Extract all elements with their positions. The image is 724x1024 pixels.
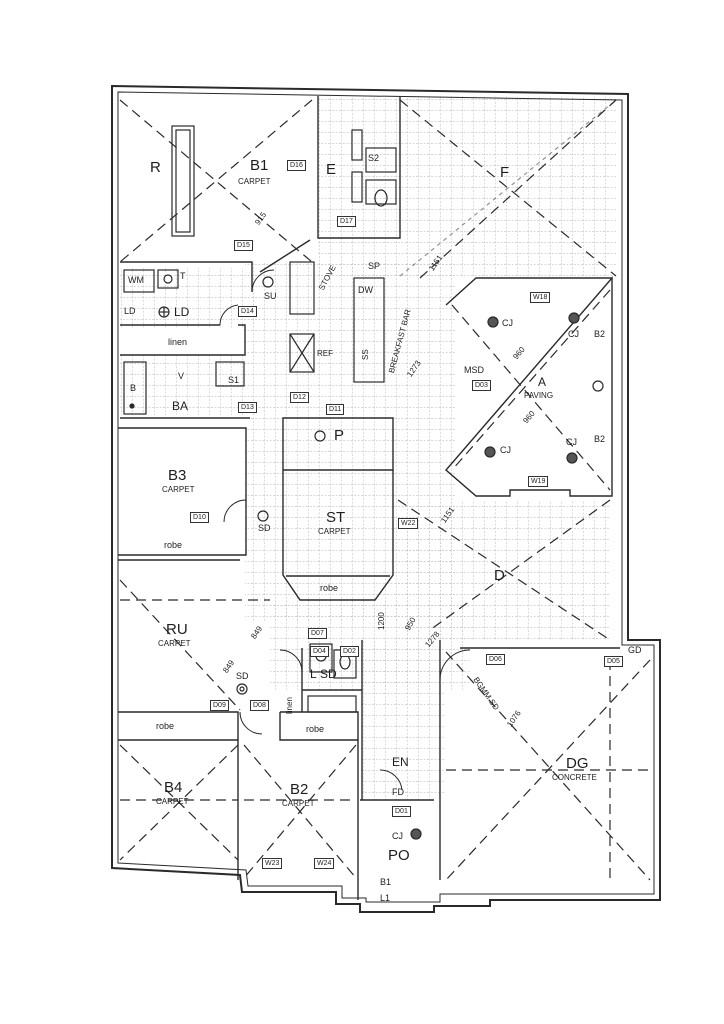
room-DG-floor: CONCRETE: [552, 773, 597, 782]
room-D: D: [494, 567, 505, 584]
room-B3-floor: CARPET: [162, 485, 195, 494]
room-L: L: [310, 667, 317, 681]
label-GD: GD: [628, 645, 642, 655]
label-CJ-4: CJ: [566, 437, 577, 447]
room-RU-floor: CARPET: [158, 639, 191, 648]
room-PO: PO: [388, 847, 410, 864]
tag-W18: W18: [530, 292, 551, 303]
label-CJ-2: CJ: [568, 329, 579, 339]
tag-W19: W19: [528, 476, 549, 487]
room-S2: S2: [368, 153, 380, 163]
tag-D09: D09: [210, 700, 229, 711]
room-B3: B3: [168, 467, 187, 484]
tag-D11: D11: [326, 404, 345, 415]
dim-1200: 1200: [377, 612, 386, 630]
label-SU: SU: [264, 291, 277, 301]
tag-D14: D14: [238, 306, 257, 317]
room-LD: LD: [174, 305, 190, 319]
room-BA: BA: [172, 399, 189, 413]
label-robe-b4: robe: [156, 721, 175, 731]
label-L1-tag: L1: [380, 893, 391, 903]
label-B2-tag-1: B2: [594, 329, 606, 339]
room-ST: ST: [326, 509, 346, 526]
label-SD-l: SD: [320, 667, 337, 681]
room-B2-floor: CARPET: [282, 799, 315, 808]
tag-W24: W24: [314, 858, 335, 869]
room-EN: EN: [392, 755, 409, 769]
bed-rect: [171, 125, 195, 237]
room-E: E: [326, 161, 337, 178]
room-DG: DG: [566, 755, 589, 772]
label-robe-b3: robe: [164, 540, 183, 550]
room-B2: B2: [290, 781, 309, 798]
tag-D13: D13: [238, 402, 257, 413]
label-SD-ru: SD: [236, 671, 249, 681]
room-B4-floor: CARPET: [156, 797, 189, 806]
tag-D17: D17: [337, 216, 356, 227]
label-robe-b2: robe: [306, 724, 325, 734]
tag-D05: D05: [604, 656, 623, 667]
label-DW: DW: [358, 285, 373, 295]
tag-D08: D08: [250, 700, 269, 711]
tag-D12: D12: [290, 392, 309, 403]
label-linen-mid: linen: [285, 697, 294, 714]
ceiling-lines: [119, 99, 651, 881]
label-B2-tag-2: B2: [594, 434, 606, 444]
interior-walls: [118, 96, 620, 900]
label-CJ-1: CJ: [502, 318, 513, 328]
room-F: F: [500, 164, 510, 181]
tag-W22: W22: [398, 518, 419, 529]
room-ST-floor: CARPET: [318, 527, 351, 536]
room-LD-left: LD: [124, 306, 136, 316]
outer-walls: [111, 84, 661, 913]
tag-D02: D02: [340, 646, 359, 657]
label-V: V: [178, 371, 185, 381]
label-linen-top: linen: [168, 337, 188, 347]
room-P: P: [334, 427, 345, 444]
room-A-floor: PAVING: [524, 391, 554, 400]
light-fittings: [158, 276, 604, 840]
label-CJ-3: CJ: [500, 445, 511, 455]
tag-D04: D04: [310, 646, 329, 657]
tag-D06: D06: [486, 654, 505, 665]
room-RU: RU: [166, 621, 188, 638]
tag-D01: D01: [392, 806, 411, 817]
label-robe-st: robe: [320, 583, 339, 593]
room-T: T: [180, 271, 186, 281]
label-SP: SP: [368, 261, 381, 271]
room-WM: WM: [128, 275, 144, 285]
room-B4: B4: [164, 779, 183, 796]
tiled-areas: [120, 96, 616, 800]
tag-W23: W23: [262, 858, 283, 869]
room-B1: B1: [250, 157, 269, 174]
tag-D15: D15: [234, 240, 253, 251]
label-SS: SS: [361, 349, 370, 360]
label-SD-mid: SD: [258, 523, 271, 533]
tag-D03: D03: [472, 380, 491, 391]
label-B1-tag: B1: [380, 877, 392, 887]
label-S1: S1: [228, 375, 240, 385]
tag-D10: D10: [190, 512, 209, 523]
tag-D16: D16: [287, 160, 306, 171]
room-B-bath: B: [130, 383, 137, 393]
label-REF: REF: [317, 349, 333, 358]
tag-D07: D07: [308, 628, 327, 639]
door-swings: [219, 269, 471, 791]
room-B1-floor: CARPET: [238, 177, 271, 186]
label-MSD: MSD: [464, 365, 484, 375]
label-FD: FD: [392, 787, 404, 797]
fixtures: [123, 125, 397, 713]
room-R: R: [150, 159, 161, 176]
label-CJ-po: CJ: [392, 831, 403, 841]
room-A: A: [538, 375, 547, 389]
